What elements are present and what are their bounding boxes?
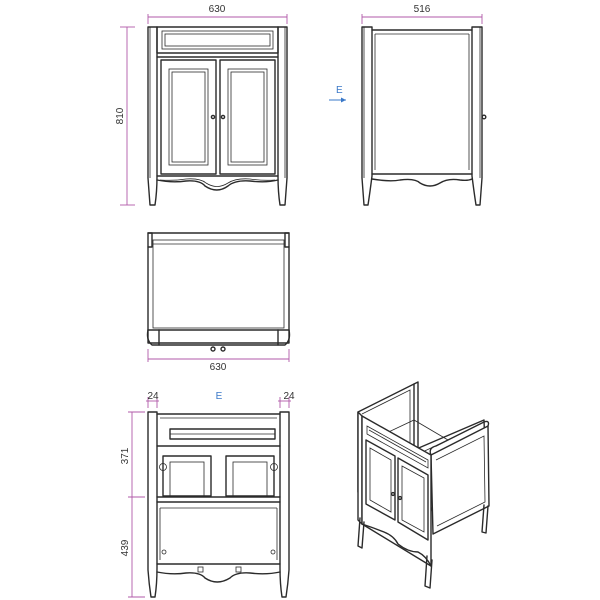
section-lower-height-label: 439 <box>120 539 131 556</box>
side-depth-label: 516 <box>414 4 431 15</box>
top-width-label: 630 <box>210 362 227 373</box>
section-arrow-icon <box>341 97 346 103</box>
section-view: 24 24 E 371 439 <box>120 391 295 598</box>
front-view: 630 810 <box>115 4 288 206</box>
front-width-label: 630 <box>209 4 226 15</box>
section-mark-label: E <box>336 85 343 96</box>
isometric-view <box>357 381 490 589</box>
section-upper-height-label: 371 <box>120 447 131 464</box>
section-right-side-label: 24 <box>283 391 295 402</box>
front-height-label: 810 <box>115 107 126 124</box>
section-label: E <box>216 391 223 402</box>
side-view: 516 E <box>329 4 487 206</box>
top-view: 630 <box>146 232 291 373</box>
section-left-side-label: 24 <box>147 391 159 402</box>
